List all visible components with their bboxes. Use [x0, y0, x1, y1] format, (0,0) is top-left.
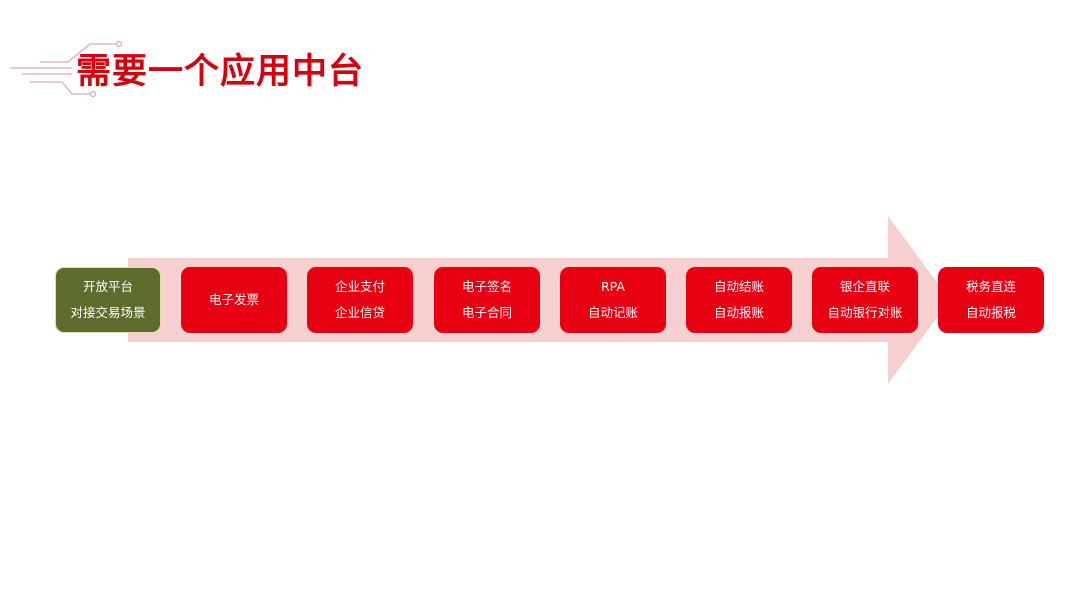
- flow-box-e-signature: 电子签名 电子合同: [434, 267, 540, 333]
- flow-box-line: 电子发票: [208, 292, 259, 307]
- flow-box-line: 自动结账: [713, 279, 764, 294]
- flow-box-line: 自动记账: [587, 305, 638, 320]
- flow-box-line: 自动报税: [965, 305, 1016, 320]
- flow-box-line: 企业信贷: [334, 305, 385, 320]
- flow-box-line: 电子合同: [461, 305, 512, 320]
- flow-box-line: 开放平台: [82, 279, 133, 294]
- page-title: 需要一个应用中台: [76, 52, 365, 92]
- flow-box-line: 自动报账: [713, 305, 764, 320]
- flow-box-line: 企业支付: [334, 279, 385, 294]
- flow-box-line: RPA: [601, 279, 625, 294]
- flow-box-open-platform: 开放平台 对接交易场景: [55, 267, 161, 333]
- flow-box-e-invoice: 电子发票: [181, 267, 287, 333]
- flow-box-line: 税务直连: [965, 279, 1016, 294]
- flow-box-bank-link: 银企直联 自动银行对账: [812, 267, 918, 333]
- flow-box-line: 银企直联: [839, 279, 890, 294]
- flow-box-line: 电子签名: [461, 279, 512, 294]
- flow-box-enterprise-payment: 企业支付 企业信贷: [307, 267, 413, 333]
- flow-box-line: 对接交易场景: [70, 305, 146, 320]
- flow-box-auto-settlement: 自动结账 自动报账: [686, 267, 792, 333]
- flow-box-rpa: RPA 自动记账: [560, 267, 666, 333]
- flow-box-tax-link: 税务直连 自动报税: [938, 267, 1044, 333]
- flow-box-line: 自动银行对账: [827, 305, 903, 320]
- title-circuit-decoration: [10, 40, 123, 98]
